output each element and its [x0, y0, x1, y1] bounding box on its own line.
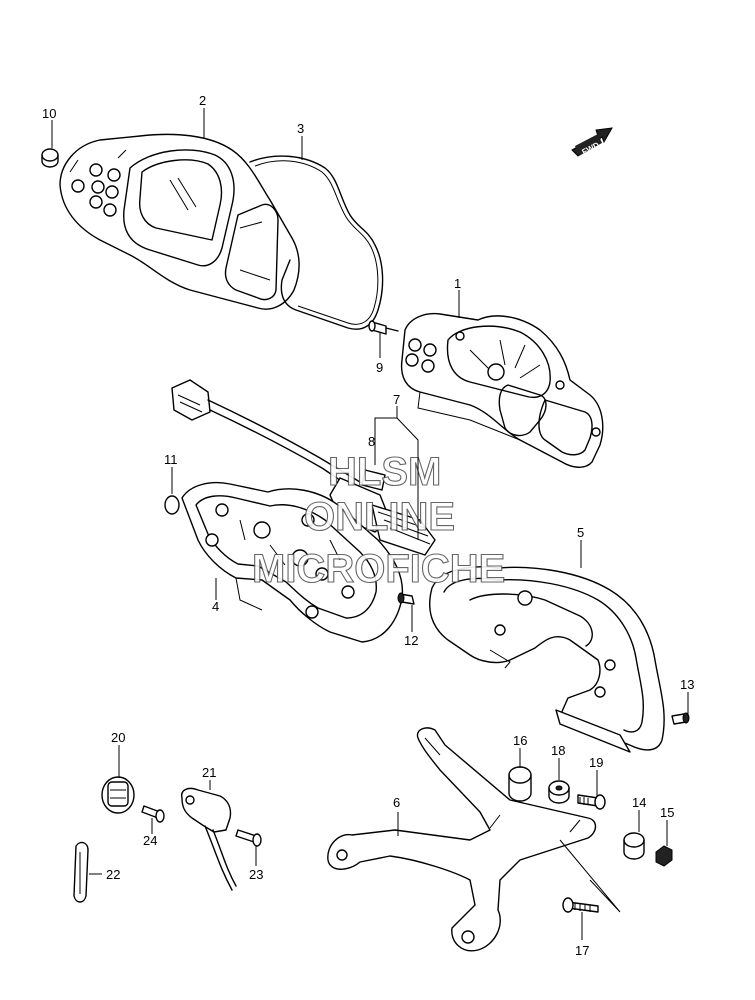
part-1-meter-assembly	[400, 312, 604, 468]
callout-21: 21	[202, 765, 216, 780]
part-24-screw	[141, 805, 165, 823]
callout-19: 19	[589, 755, 603, 770]
part-14-cushion	[623, 832, 645, 860]
part-4-meter-lower-case	[181, 481, 404, 643]
part-21-switch	[181, 787, 237, 891]
callout-13: 13	[680, 677, 694, 692]
callout-14: 14	[632, 795, 646, 810]
callout-20: 20	[111, 730, 125, 745]
callout-15: 15	[660, 805, 674, 820]
part-23-screw	[235, 829, 262, 847]
part-18-bush	[548, 780, 570, 804]
callout-4: 4	[212, 599, 219, 614]
callout-24: 24	[143, 833, 157, 848]
part-12-screw	[397, 592, 415, 605]
callout-9: 9	[376, 360, 383, 375]
watermark-line1: HLSM	[328, 450, 441, 494]
callout-2: 2	[199, 93, 206, 108]
callout-16: 16	[513, 733, 527, 748]
part-5-meter-lower-cover	[429, 566, 665, 753]
watermark: HLSM ONLINE MICROFICHE	[251, 449, 505, 591]
part-6-bracket	[327, 727, 597, 952]
callout-3: 3	[297, 121, 304, 136]
watermark-line3: MICROFICHE	[252, 547, 505, 591]
watermark-line2: ONLINE	[304, 495, 455, 539]
callout-22: 22	[106, 867, 120, 882]
part-16-collar	[508, 766, 532, 802]
part-22-clip	[73, 841, 89, 903]
callout-11: 11	[164, 452, 178, 467]
callout-10: 10	[42, 106, 56, 121]
callout-7: 7	[393, 392, 400, 407]
part-9-screw	[368, 320, 399, 335]
callout-23: 23	[249, 867, 263, 882]
part-7-wiring-harness	[171, 379, 436, 556]
callout-5: 5	[577, 525, 584, 540]
fwd-arrow-icon: FWD	[571, 127, 613, 157]
part-3-gasket	[249, 155, 384, 330]
callout-17: 17	[575, 943, 589, 958]
callout-6: 6	[393, 795, 400, 810]
callout-numbers: 10 2 3 1 9 7 8 11 4 12 5 13 20 16 18 19 …	[42, 93, 694, 958]
callout-12: 12	[404, 633, 418, 648]
callout-8: 8	[368, 434, 375, 449]
part-19-bolt	[577, 794, 606, 810]
part-17-bolt	[562, 897, 599, 913]
callout-leaders	[51, 108, 689, 940]
part-11-o-ring	[164, 495, 180, 515]
callout-18: 18	[551, 743, 565, 758]
part-15-nut	[655, 845, 673, 867]
part-20-socket	[101, 776, 135, 814]
part-10-grommet	[41, 148, 59, 168]
part-13-screw	[671, 712, 690, 725]
callout-1: 1	[454, 276, 461, 291]
part-2-meter-upper-cover	[59, 133, 300, 310]
